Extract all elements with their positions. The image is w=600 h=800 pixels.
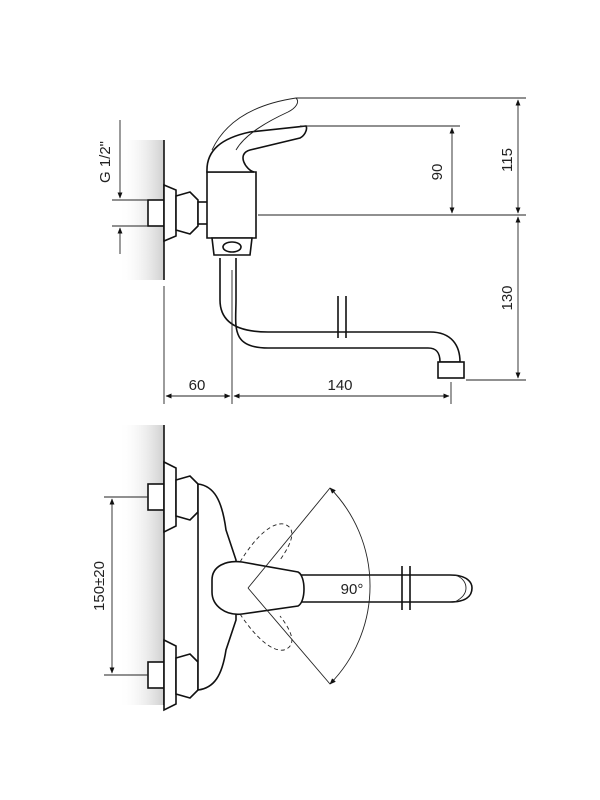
spout-top-break (401, 566, 411, 610)
spout-end-inner (454, 574, 467, 603)
spout-pipe (219, 258, 461, 363)
spout-break (337, 296, 347, 338)
dim-60-label: 60 (189, 377, 206, 394)
lower-flange (163, 638, 177, 712)
dim-115-label: 115 (499, 148, 516, 172)
spacing-label: 150±20 (91, 561, 108, 611)
lever-rotated-down (239, 613, 293, 651)
dim-140-label: 140 (327, 377, 352, 394)
lever-handle (206, 125, 308, 173)
angle-label: 90° (341, 581, 364, 598)
dim-130-label: 130 (499, 285, 516, 310)
upper-flange (163, 460, 177, 534)
aerator (437, 361, 465, 379)
lever-rotated-up (239, 523, 293, 563)
angle-arc (329, 487, 371, 685)
wall-flange (163, 183, 177, 243)
dim-90-label: 90 (429, 164, 446, 181)
upper-thread-stub (147, 483, 165, 511)
mixer-body (206, 171, 257, 239)
side-view: 60 140 G 1/2" 90 115 130 (97, 97, 526, 404)
angle-ray-down (247, 587, 331, 685)
wall-shade-bottom (118, 425, 164, 705)
lever-top (211, 560, 305, 616)
thread-label: G 1/2" (97, 141, 114, 183)
base-ring (222, 241, 242, 253)
union-nut (175, 191, 199, 235)
upper-union-nut (175, 475, 199, 521)
spout-top (249, 574, 473, 603)
angle-ray-up (247, 487, 331, 589)
lever-raised-outline (211, 97, 299, 151)
lower-union-nut (175, 653, 199, 699)
lower-thread-stub (147, 661, 165, 689)
thread-stub (147, 199, 165, 227)
top-view: 90° 150±20 (91, 425, 473, 712)
